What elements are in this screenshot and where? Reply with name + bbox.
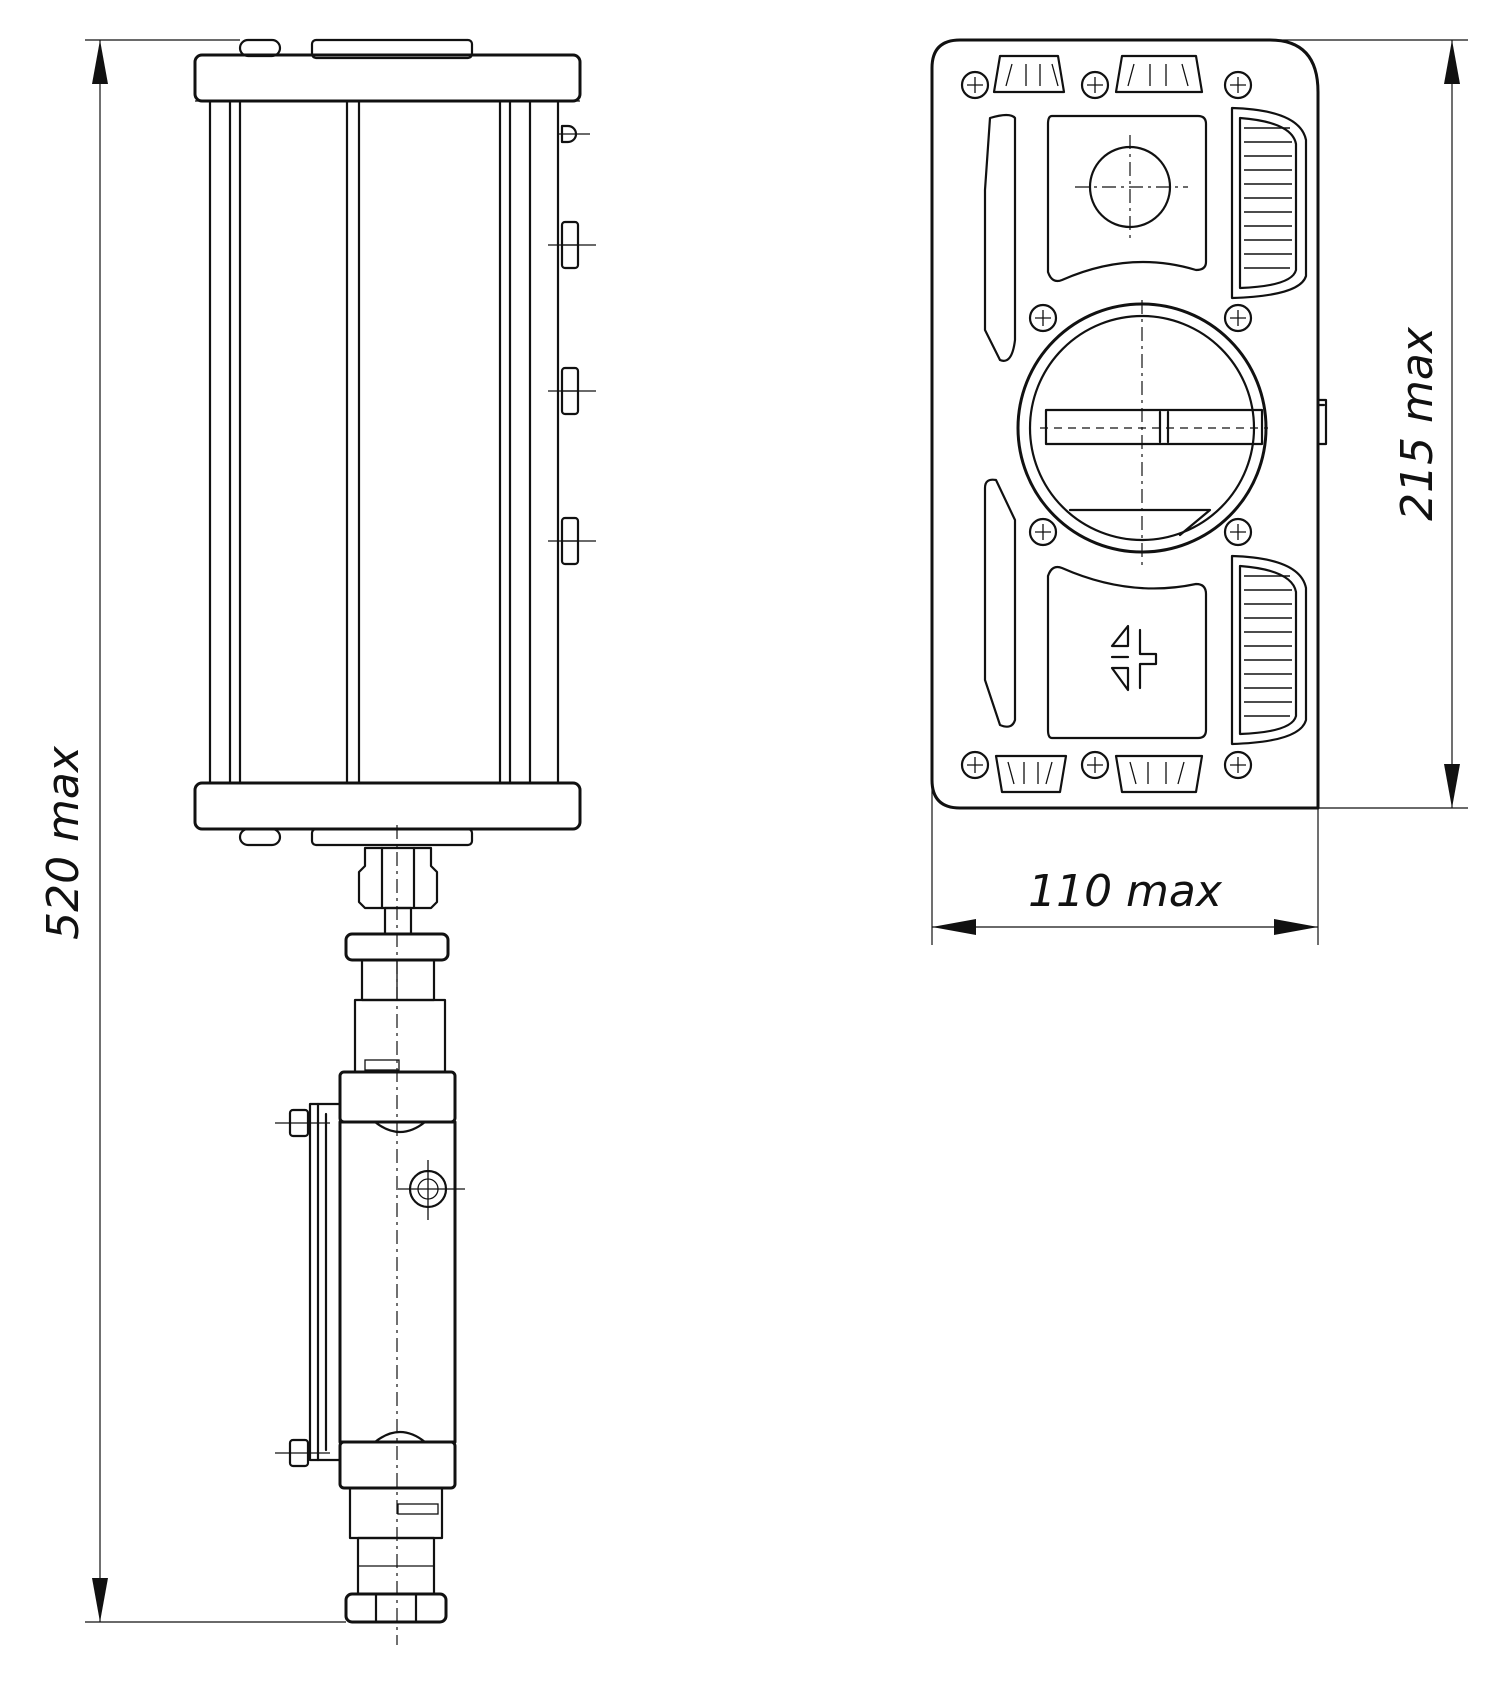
bottom-vents [994,754,1204,794]
screws [960,70,1253,780]
bottom-window [1046,565,1208,740]
heatsink-lower [1230,554,1308,746]
dimension-label-height: 215 max [1392,326,1443,521]
heatsink-upper [1230,106,1308,300]
housing-outline [930,38,1320,810]
top-window [1046,114,1208,283]
dimension-label-length: 520 max [38,745,89,940]
bottom-cap [193,781,582,831]
front-view [930,38,1328,810]
top-cap [193,53,582,103]
dimension-width: 110 max [931,780,1319,945]
dimension-height: 215 max [1200,39,1468,809]
bottom-connector [344,1486,448,1624]
cylinder-body [195,99,580,785]
top-vents [992,54,1204,94]
side-view [193,38,596,1645]
dimension-label-width: 110 max [1028,866,1223,917]
rotary-switch [1016,300,1268,565]
junction-box [275,1070,465,1490]
dimension-overall-length: 520 max [38,39,346,1623]
side-bolts [548,124,596,566]
